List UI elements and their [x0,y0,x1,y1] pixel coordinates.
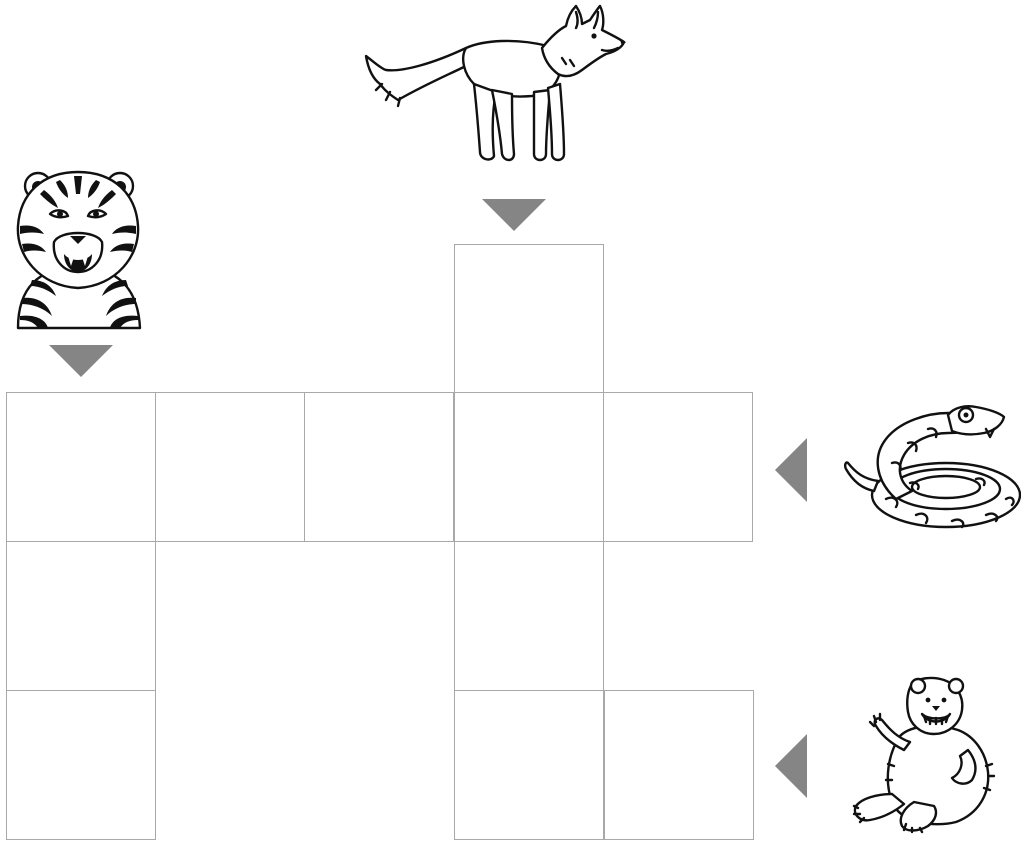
arrow-left-snake-icon [775,438,807,502]
cell-r0-c3[interactable] [454,244,604,394]
cell-r1-c2[interactable] [304,392,454,542]
cell-r1-c4[interactable] [603,392,753,542]
tiger-icon [8,168,148,328]
arrow-down-wolf-icon [482,199,546,231]
cell-r1-c0[interactable] [6,392,156,542]
snake-icon [838,403,1021,533]
wolf-icon [362,4,630,168]
cell-r3-c4[interactable] [604,690,754,840]
cell-r2-c0[interactable] [6,541,156,691]
arrow-left-bear-icon [775,734,807,798]
cell-r1-c1[interactable] [155,392,305,542]
cell-r1-c3[interactable] [454,392,604,542]
arrow-down-tiger-icon [49,345,113,377]
cell-r3-c0[interactable] [6,690,156,840]
cell-r2-c3[interactable] [454,541,604,691]
bear-icon [848,676,1000,832]
cell-r3-c3[interactable] [454,690,604,840]
